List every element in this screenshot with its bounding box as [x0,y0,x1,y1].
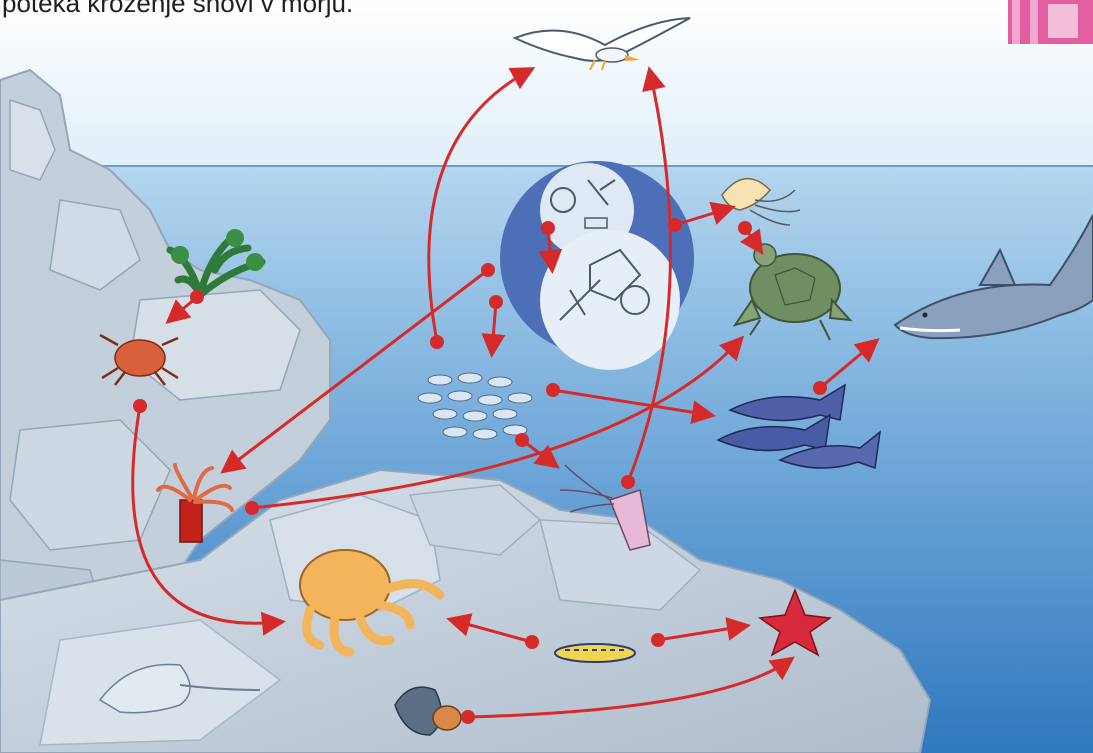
beach-hut-icon [1008,0,1093,44]
sea-slug-icon [555,644,635,662]
sky [0,0,1093,168]
caption-text: poteka kroženje snovi v morju. [2,0,353,19]
